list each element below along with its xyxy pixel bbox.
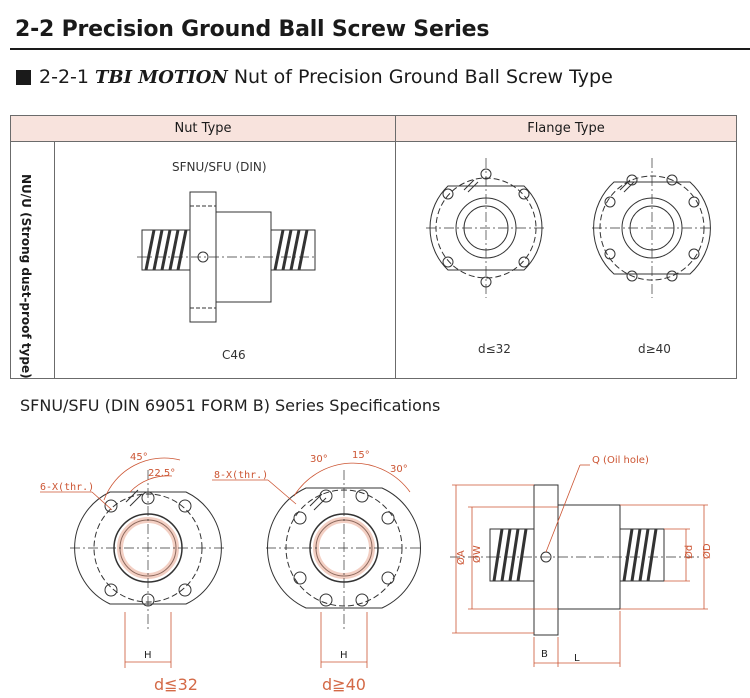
oil-hole-label: Q (Oil hole): [592, 455, 649, 466]
angle-45-label: 45°: [130, 452, 148, 463]
dim-l-label: L: [574, 653, 580, 664]
dim-b-label: B: [541, 649, 548, 660]
flange-front-drawing-large: [592, 158, 712, 298]
h-label-right: H: [340, 650, 348, 661]
holes-6-label: 6-X(thr.): [40, 482, 94, 493]
title-rule: [10, 48, 750, 50]
table-header-row: Nut Type Flange Type: [11, 116, 736, 142]
dim-a-label: ØA: [455, 550, 467, 565]
nut-type-cell: SFNU/SFU (DIN): [55, 142, 396, 378]
angle-22-5-label: 22.5°: [148, 468, 175, 479]
nut-model-label: SFNU/SFU (DIN): [172, 160, 267, 174]
nut-code-label: C46: [222, 348, 246, 362]
spec-front-drawing-small: 45° 22.5° 6-X(thr.) H: [40, 452, 226, 668]
angle-30-right-label: 30°: [390, 464, 408, 475]
subsection-prefix: 2-2-1: [39, 66, 89, 88]
dim-w-label: ØW: [471, 545, 483, 563]
flange-front-drawing-small: [426, 158, 546, 298]
spec-title: SFNU/SFU (DIN 69051 FORM B) Series Speci…: [20, 396, 441, 415]
row-label-cell: NU/U (Strong dust-proof type): [11, 142, 55, 379]
flange-caption-small: d≤32: [478, 342, 511, 356]
brand-name: TBI MOTION: [94, 66, 228, 88]
header-nut-type: Nut Type: [11, 116, 396, 141]
header-flange-type: Flange Type: [527, 121, 605, 136]
subsection-suffix: Nut of Precision Ground Ball Screw Type: [233, 66, 613, 88]
row-label: NU/U (Strong dust-proof type): [19, 174, 33, 379]
nut-side-drawing: [137, 191, 317, 323]
holes-8-label: 8-X(thr.): [214, 470, 268, 481]
flange-caption-large: d≥40: [638, 342, 671, 356]
angle-30-left-label: 30°: [310, 454, 328, 465]
bottom-caption-large: d≧40: [322, 675, 366, 694]
square-bullet-icon: [16, 69, 31, 85]
flange-type-cell: d≤32 d≥40: [396, 142, 736, 378]
spec-front-drawing-large: 30° 15° 30° 8-X(thr.) H: [212, 450, 422, 668]
dim-d-small-label: Ød: [683, 545, 695, 559]
nut-type-table: Nut Type Flange Type NU/U (Strong dust-p…: [10, 115, 737, 379]
subsection-title: 2-2-1 TBI MOTION Nut of Precision Ground…: [16, 66, 613, 88]
section-title: 2-2 Precision Ground Ball Screw Series: [15, 17, 490, 42]
h-label-left: H: [144, 650, 152, 661]
angle-15-label: 15°: [352, 450, 370, 461]
bottom-caption-small: d≦32: [154, 675, 198, 694]
spec-side-drawing: Q (Oil hole) ØA ØW Ød ØD B L: [450, 455, 713, 667]
dim-d-large-label: ØD: [701, 543, 713, 559]
